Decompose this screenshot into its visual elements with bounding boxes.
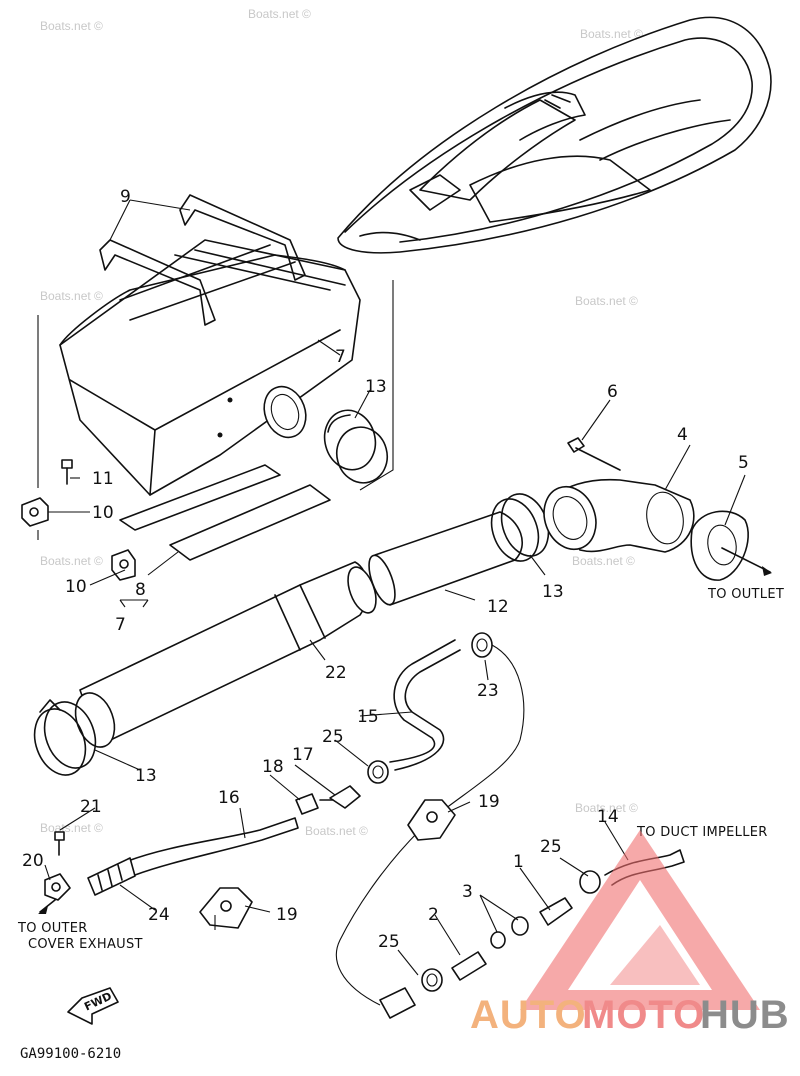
watermark-text: Boats.net © (575, 294, 638, 308)
gasket-5 (690, 510, 772, 581)
brand-word-auto: AUTO (470, 993, 587, 1037)
part-label-13: 13 (135, 766, 157, 786)
part-label-13: 13 (542, 582, 564, 602)
bracket-19-lower (199, 887, 253, 929)
watermark-text: Boats.net © (575, 801, 638, 815)
part-label-16: 16 (218, 788, 240, 808)
brand-word-hub: HUB (700, 993, 790, 1037)
bracket-19-upper (407, 799, 456, 841)
part-label-15: 15 (357, 707, 379, 727)
part-label-19: 19 (478, 792, 500, 812)
part-label-7: 7 (335, 347, 346, 367)
brand-word-moto: MOTO (582, 993, 705, 1037)
bolt-and-clip-parts (21, 459, 136, 581)
diagram-code: GA99100-6210 (20, 1046, 121, 1062)
fittings-upper (295, 760, 389, 815)
part-label-24: 24 (148, 905, 170, 925)
assembly-boundary (37, 280, 394, 608)
part-label-10: 10 (92, 503, 114, 523)
watermark-text: Boats.net © (572, 554, 635, 568)
part-label-9: 9 (120, 187, 131, 207)
watermark-text: Boats.net © (40, 554, 103, 568)
part-label-23: 23 (477, 681, 499, 701)
part-label-13: 13 (365, 377, 387, 397)
part-label-4: 4 (677, 425, 688, 445)
part-label-1: 1 (513, 852, 524, 872)
part-label-2: 2 (428, 905, 439, 925)
part-label-20: 20 (22, 851, 44, 871)
brand-triangle-icon (520, 830, 760, 1010)
part-label-14: 14 (597, 807, 619, 827)
part-label-25: 25 (378, 932, 400, 952)
brand-logo: AUTO MOTO HUB (470, 830, 790, 1037)
watermark-text: Boats.net © (305, 824, 368, 838)
part-label-17: 17 (292, 745, 314, 765)
watercraft-illustration (337, 16, 772, 254)
watermark-text: Boats.net © (40, 289, 103, 303)
hose-clamp-13-lower (33, 699, 97, 776)
part-label-11: 11 (92, 469, 114, 489)
to-duct-impeller-note: TO DUCT IMPELLER (636, 825, 768, 840)
duct-hose-22 (74, 561, 377, 748)
part-label-25: 25 (540, 837, 562, 857)
watermark-text: Boats.net © (248, 7, 311, 21)
watermark-text: Boats.net © (580, 27, 643, 41)
part-label-18: 18 (262, 757, 284, 777)
part-label-6: 6 (607, 382, 618, 402)
part-label-21: 21 (80, 797, 102, 817)
fwd-arrow-icon: FWD (67, 987, 119, 1025)
part-label-3: 3 (462, 882, 473, 902)
part-label-5: 5 (738, 453, 749, 473)
part-label-8: 8 (135, 580, 146, 600)
elbow-fitting-4 (543, 437, 695, 553)
watermark-text: Boats.net © (40, 19, 103, 33)
to-outer-note-line1: TO OUTER (17, 921, 88, 936)
to-outlet-note: TO OUTLET (707, 587, 784, 602)
part-label-19: 19 (276, 905, 298, 925)
part-label-22: 22 (325, 663, 347, 683)
annotations: TO OUTLET TO DUCT IMPELLER TO OUTER COVE… (17, 587, 784, 1062)
part-number-labels: 9 7 13 11 10 10 8 7 6 4 5 13 12 22 23 15… (22, 187, 749, 952)
to-outer-note-line2: COVER EXHAUST (28, 937, 143, 952)
part-label-12: 12 (487, 597, 509, 617)
part-label-7: 7 (115, 615, 126, 635)
part-label-10: 10 (65, 577, 87, 597)
battery-box-assembly (59, 194, 389, 561)
hose-16-24 (38, 817, 299, 914)
leader-lines (44, 199, 746, 976)
hose-12 (368, 511, 524, 606)
part-label-25: 25 (322, 727, 344, 747)
